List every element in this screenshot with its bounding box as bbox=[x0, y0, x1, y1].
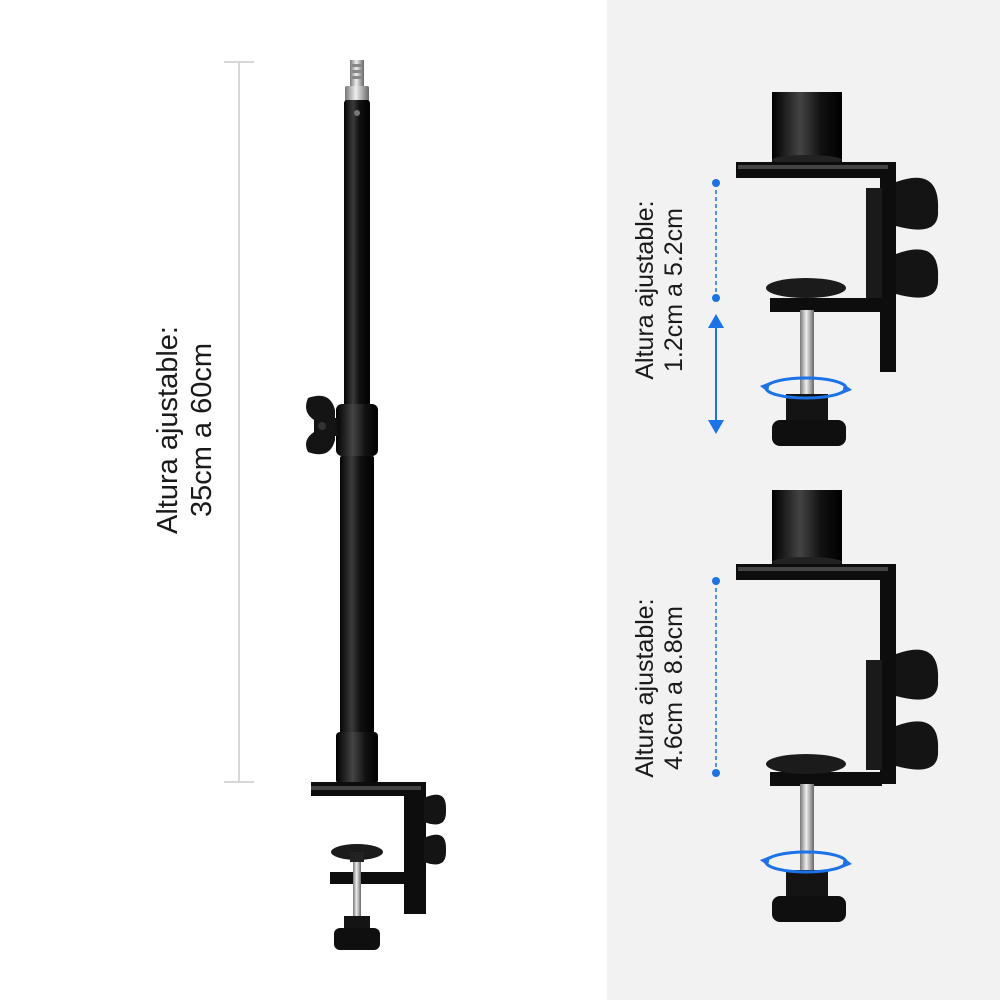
clamp-detail-bottom bbox=[736, 490, 939, 922]
clamp-bottom-label-line2: 4.6cm a 8.8cm bbox=[660, 606, 688, 770]
clamp-bottom-label: Altura ajustable: 4.6cm a 8.8cm bbox=[631, 598, 689, 777]
clamp-top-measure bbox=[708, 179, 724, 434]
main-height-label-line2: 35cm a 60cm bbox=[186, 342, 218, 518]
clamp-top-label-line1: Altura ajustable: bbox=[631, 200, 659, 380]
main-height-marker bbox=[224, 61, 254, 783]
main-height-label: Altura ajustable: 35cm a 60cm bbox=[151, 326, 219, 534]
light-stand bbox=[306, 60, 446, 950]
clamp-top-label: Altura ajustable: 1.2cm a 5.2cm bbox=[631, 200, 689, 379]
clamp-bottom-measure bbox=[712, 577, 720, 777]
main-height-label-line1: Altura ajustable: bbox=[152, 326, 184, 534]
clamp-detail-top bbox=[736, 92, 939, 446]
clamp-bottom-label-line1: Altura ajustable: bbox=[631, 598, 659, 778]
clamp-top-label-line2: 1.2cm a 5.2cm bbox=[660, 208, 688, 372]
